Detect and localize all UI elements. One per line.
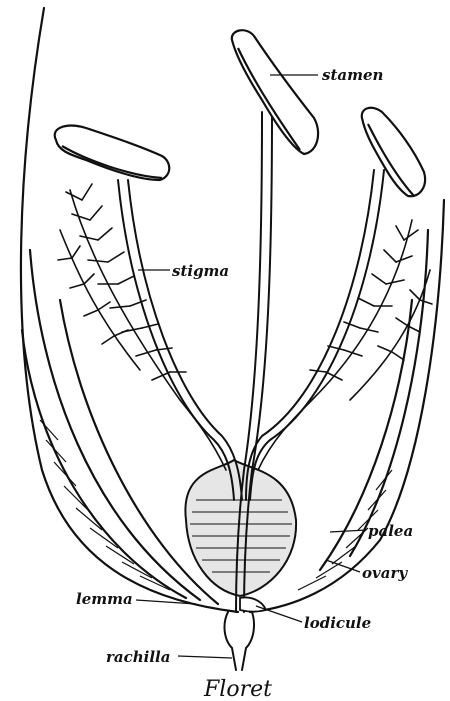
rachilla-shape (225, 612, 254, 670)
diagram-title: Floret (203, 677, 272, 701)
label-palea: palea (368, 522, 413, 540)
label-lodicule: lodicule (304, 614, 371, 632)
label-stigma: stigma (172, 262, 229, 280)
label-stamen: stamen (322, 66, 383, 84)
label-lemma: lemma (76, 590, 133, 608)
lodicule-shape (240, 598, 266, 612)
stamen-anthers (55, 30, 425, 196)
label-rachilla: rachilla (106, 648, 170, 666)
stigma-left (58, 184, 226, 470)
label-ovary: ovary (362, 564, 408, 582)
